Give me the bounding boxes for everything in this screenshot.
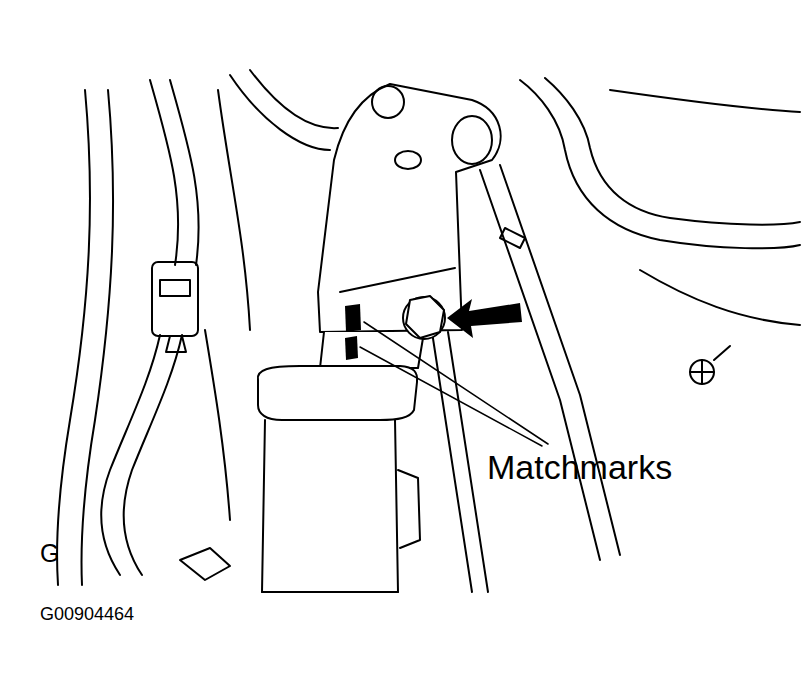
view-letter: G xyxy=(40,541,59,566)
figure-number: G00904464 xyxy=(40,605,134,623)
part-label: Matchmarks xyxy=(487,450,672,484)
